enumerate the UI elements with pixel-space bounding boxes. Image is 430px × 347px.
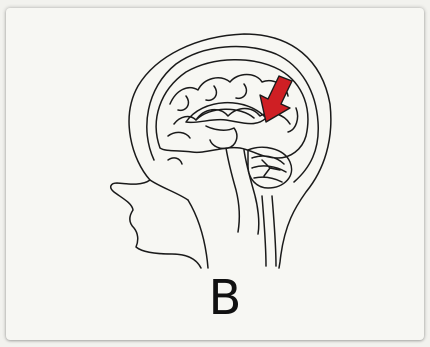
gyrus-6 bbox=[236, 84, 246, 98]
thalamus bbox=[206, 126, 237, 149]
cerebellum-folds-3 bbox=[254, 177, 282, 182]
corpus-callosum-inner bbox=[196, 109, 254, 120]
neck-spine bbox=[262, 196, 266, 266]
face-profile bbox=[111, 180, 201, 268]
card-label: B bbox=[195, 270, 255, 326]
brainstem bbox=[226, 148, 239, 232]
gyrus-3 bbox=[168, 132, 190, 138]
gyrus-5 bbox=[206, 86, 216, 100]
jaw-line bbox=[150, 180, 188, 200]
neck-spine-2 bbox=[272, 196, 276, 266]
head-outline bbox=[129, 34, 331, 268]
red-arrow-icon bbox=[260, 76, 292, 122]
skull-outline bbox=[147, 47, 318, 182]
gyrus-8 bbox=[288, 108, 298, 132]
gyrus-4 bbox=[178, 96, 188, 110]
sinus-hint bbox=[168, 158, 182, 164]
brainstem-back bbox=[244, 150, 259, 234]
